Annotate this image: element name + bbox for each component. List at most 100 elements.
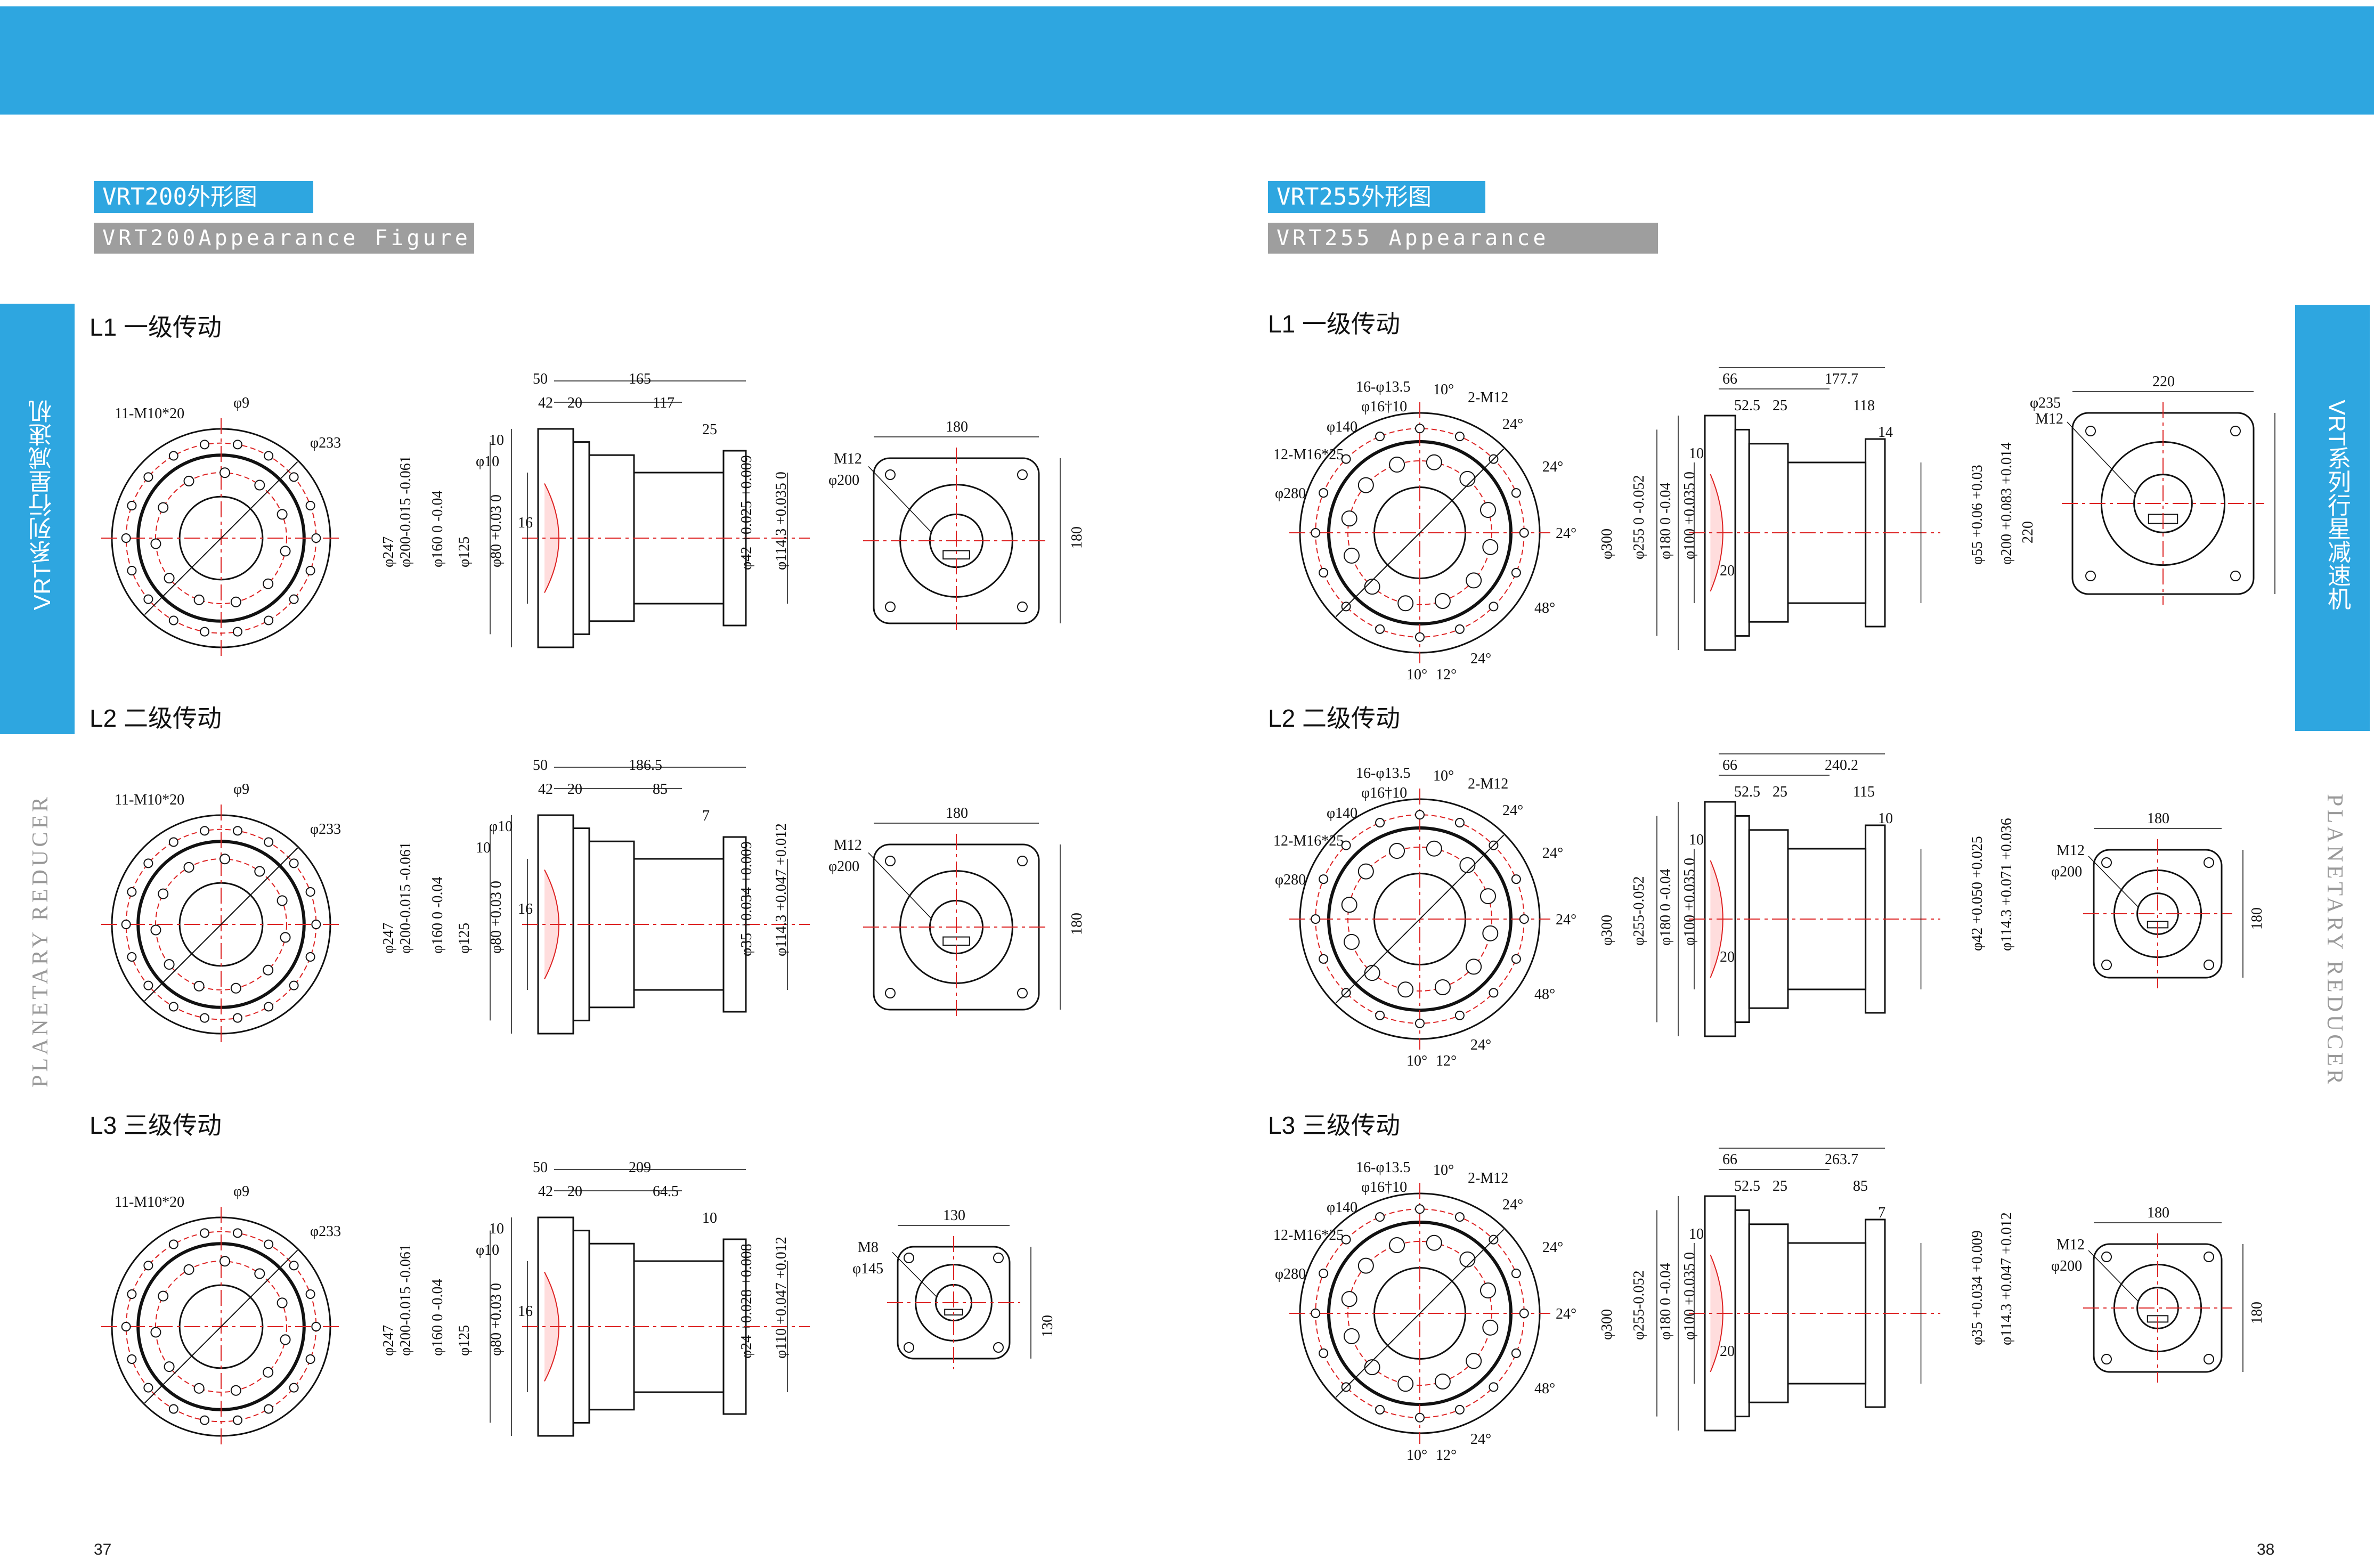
mount-hole xyxy=(1017,469,1028,480)
front-label-8: 24° xyxy=(1502,416,1523,433)
bolt-hole xyxy=(232,1013,242,1023)
left-title: VRT200外形图 xyxy=(94,181,313,213)
front-label-2: φ16†10 xyxy=(1361,1179,1407,1196)
inner-dim-1: 10 xyxy=(1689,1226,1704,1242)
motor-adapter xyxy=(1787,1242,1867,1385)
front-label-11: 48° xyxy=(1534,986,1555,1003)
top-dim-2: 240.2 xyxy=(1825,757,1858,774)
front-label-12: 10° xyxy=(1406,1447,1427,1464)
top-dim-5: 118 xyxy=(1853,397,1875,414)
tapped-hole xyxy=(1426,1234,1442,1251)
bolt-hole xyxy=(127,887,137,897)
bolt-hole xyxy=(1511,488,1521,498)
tapped-hole xyxy=(277,509,288,520)
leader-line xyxy=(144,1249,298,1404)
right-stage-1-label: L1 一级传动 xyxy=(1268,310,1400,338)
front-label-1: 16-φ13.5 xyxy=(1356,379,1410,395)
tapped-hole xyxy=(230,596,241,607)
tapped-hole xyxy=(1397,981,1414,998)
top-dim-4: 20 xyxy=(567,1183,582,1200)
mount-hole xyxy=(904,1342,914,1353)
tapped-hole xyxy=(183,862,194,873)
tapped-hole xyxy=(1389,843,1405,859)
tapped-hole xyxy=(1357,1257,1374,1274)
bolt-hole xyxy=(127,501,137,511)
diameter-label-2: φ200-0.015 -0.061 xyxy=(397,842,414,954)
front-label-6: 12-M16*25 xyxy=(1273,446,1344,463)
bolt-hole xyxy=(121,533,131,543)
leader-line xyxy=(144,461,298,615)
bolt-hole xyxy=(143,980,153,990)
bolt-hole xyxy=(311,920,321,929)
front-label-6: 12-M16*25 xyxy=(1273,1227,1344,1244)
tapped-hole xyxy=(1341,1291,1357,1307)
bolt-hole xyxy=(1511,1348,1521,1358)
tapped-hole xyxy=(230,982,241,994)
tapped-hole xyxy=(1479,1282,1496,1299)
inner-dim-1: 10 xyxy=(489,432,504,449)
right-title: VRT255外形图 xyxy=(1268,181,1485,213)
front-label-3: 10° xyxy=(1433,1162,1454,1179)
top-dim-2: 209 xyxy=(629,1159,651,1176)
header-banner xyxy=(0,6,2374,115)
leader-line xyxy=(1335,448,1505,618)
front-label-9: 24° xyxy=(1542,1239,1563,1256)
flange-pcd: φ200 xyxy=(828,472,859,489)
flange-width: 180 xyxy=(2147,1205,2169,1221)
front-label-10: 24° xyxy=(1556,912,1576,928)
flange-pcd: φ200 xyxy=(828,858,859,875)
tapped-hole xyxy=(1357,477,1374,493)
right-side-tab xyxy=(2295,305,2370,731)
diameter-label-5: φ80 +0.03 0 xyxy=(488,881,505,954)
tapped-hole xyxy=(1426,454,1442,470)
bolt-hole xyxy=(232,1415,242,1425)
mount-hole xyxy=(2085,426,2096,436)
diameter-label-2: φ255-0.052 xyxy=(1631,876,1647,946)
diameter-label-4: φ100 +0.035 0 xyxy=(1681,1252,1698,1340)
bolt-hole xyxy=(200,440,210,450)
mount-hole xyxy=(2085,571,2096,581)
tapped-hole xyxy=(150,538,161,549)
flange-pcd: φ145 xyxy=(852,1261,883,1277)
top-dim-2: 177.7 xyxy=(1825,371,1858,387)
tapped-hole xyxy=(1482,1319,1499,1336)
flange-pcd: φ200 xyxy=(2051,1258,2082,1274)
bolt-hole xyxy=(264,615,274,625)
tapped-hole xyxy=(1482,925,1499,941)
mount-hole xyxy=(2230,426,2241,436)
tapped-hole xyxy=(1364,965,1380,981)
inner-dim-2: 20 xyxy=(1720,563,1735,579)
mount-hole xyxy=(1017,856,1028,866)
diameter-label-1: φ247 xyxy=(380,923,397,954)
bolt-hole xyxy=(1319,954,1329,964)
right-side-vertical-text: PLANETARY REDUCER xyxy=(2322,794,2347,1087)
bolt-hole xyxy=(289,858,299,868)
tapped-hole xyxy=(1466,572,1482,589)
mount-hole xyxy=(885,469,896,480)
keyway xyxy=(944,1309,963,1316)
tapped-hole xyxy=(254,480,265,491)
bolt-hole xyxy=(143,1383,153,1393)
tapped-hole xyxy=(263,964,274,976)
bolt-hole xyxy=(127,952,137,962)
diameter-label-4: φ125 xyxy=(456,923,473,954)
top-dim-5: 117 xyxy=(653,395,674,411)
bolt-hole xyxy=(264,451,274,461)
bolt-hole xyxy=(1519,914,1529,924)
diameter-label-5: φ80 +0.03 0 xyxy=(488,1283,505,1356)
tapped-hole xyxy=(164,573,175,584)
tapped-hole xyxy=(1466,1353,1482,1369)
inner-dim-3: 16 xyxy=(518,515,533,531)
tapped-hole xyxy=(183,475,194,486)
top-dim-6: 10 xyxy=(702,1210,717,1226)
bolt-hole xyxy=(289,980,299,990)
diameter-label-3: φ160 0 -0.04 xyxy=(429,491,446,567)
bolt-hole xyxy=(168,1002,178,1012)
bolt-hole xyxy=(289,1383,299,1393)
tapped-hole xyxy=(1459,1251,1476,1268)
bolt-hole xyxy=(1415,424,1425,434)
top-dim-5: 64.5 xyxy=(653,1183,679,1200)
tapped-hole xyxy=(277,1297,288,1309)
leader-line xyxy=(1335,834,1505,1004)
